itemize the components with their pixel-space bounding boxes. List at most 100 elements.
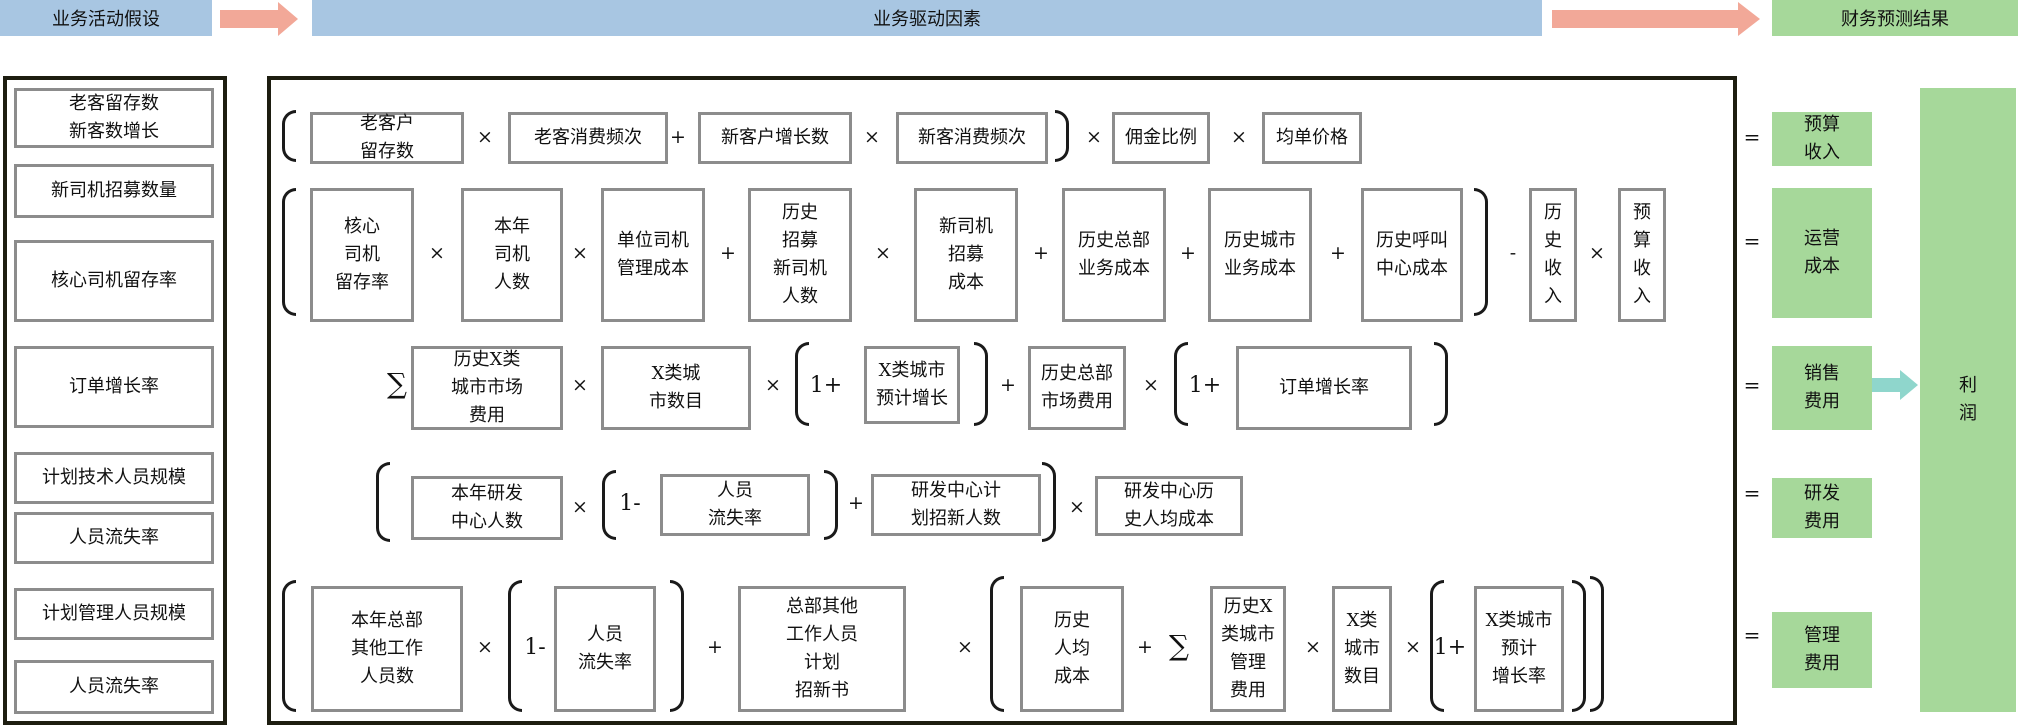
right-bracket [1474,188,1488,316]
driver-box: 历史 招募 新司机 人数 [748,188,852,322]
plus-operator: + [670,126,686,148]
left-bracket [990,576,1004,712]
times-operator: × [572,496,588,518]
driver-box: 预 算 收 入 [1618,188,1666,322]
driver-box: 本年 司机 人数 [461,188,563,322]
right-bracket [670,580,684,712]
result-box: 管理 费用 [1772,612,1872,688]
driver-box: 老客消费频次 [508,112,668,164]
header-middle-label: 业务驱动因素 [873,9,981,30]
header-right-label: 财务预测结果 [1841,9,1949,30]
times-operator: × [1231,126,1247,148]
driver-box: 人员 流失率 [660,474,810,536]
times-operator: × [1589,242,1605,264]
one-minus-operator: 1- [619,490,641,516]
times-operator: × [477,126,493,148]
driver-box: 新客消费频次 [896,112,1048,164]
assumption-item: 新司机招募数量 [14,164,214,218]
driver-box: 总部其他 工作人员 计划 招新书 [738,586,906,712]
minus-operator: - [1509,242,1517,264]
right-bracket [1434,342,1448,426]
result-box: 运营 成本 [1772,188,1872,318]
assumption-item: 订单增长率 [14,346,214,428]
driver-box: X类 城市 数目 [1332,586,1392,712]
sum-operator: ∑ [1169,628,1189,662]
right-bracket [974,342,988,426]
left-bracket [602,470,616,540]
driver-box: X类城市 预计增长 [864,346,960,424]
right-bracket [1590,576,1604,712]
plus-operator: + [1000,374,1016,396]
times-operator: × [572,374,588,396]
header-left-label: 业务活动假设 [52,9,160,30]
driver-box: 历史呼叫 中心成本 [1361,188,1463,322]
driver-box: 新司机 招募 成本 [914,188,1018,322]
one-plus-operator: 1+ [1188,372,1222,398]
times-operator: × [765,374,781,396]
header-financial-results: 财务预测结果 [1772,0,2018,36]
header-business-assumptions: 业务活动假设 [0,0,212,36]
driver-box: 历史总部 业务成本 [1062,188,1166,322]
times-operator: × [1305,636,1321,658]
driver-box: X类城市 预计 增长率 [1474,586,1564,712]
right-bracket [1042,462,1056,542]
times-operator: × [477,636,493,658]
driver-box: 人员 流失率 [554,586,656,712]
header-business-drivers: 业务驱动因素 [312,0,1542,36]
right-bracket [1572,580,1586,712]
plus-operator: + [707,636,723,658]
left-bracket [1430,580,1444,712]
equals-operator: = [1743,373,1761,397]
sum-operator: ∑ [387,366,407,400]
arrow-right-icon [220,2,298,36]
driver-box: 核心 司机 留存率 [310,188,414,322]
driver-box: 历 史 收 入 [1529,188,1577,322]
right-bracket [1055,110,1069,162]
assumption-item: 老客留存数 新客数增长 [14,88,214,148]
times-operator: × [1069,496,1085,518]
driver-box: 研发中心历 史人均成本 [1095,476,1243,536]
times-operator: × [1143,374,1159,396]
left-bracket [795,342,809,426]
left-bracket [1174,342,1188,426]
driver-box: 单位司机 管理成本 [601,188,705,322]
driver-box: 历史X 类城市 管理 费用 [1210,586,1286,712]
arrow-right-icon [1872,370,1918,400]
driver-box: 历史 人均 成本 [1020,586,1124,712]
driver-box: 均单价格 [1262,112,1362,164]
driver-box: 历史X类 城市市场 费用 [411,346,563,430]
drivers-frame [267,76,1737,725]
assumption-item: 计划管理人员规模 [14,588,214,640]
plus-operator: + [720,242,736,264]
result-box: 研发 费用 [1772,478,1872,538]
result-box: 销售 费用 [1772,346,1872,430]
driver-box: 历史总部 市场费用 [1028,346,1126,430]
assumptions-frame [3,76,227,725]
times-operator: × [572,242,588,264]
times-operator: × [957,636,973,658]
profit-box: 利 润 [1920,88,2016,712]
driver-box: 佣金比例 [1112,112,1210,164]
assumption-item: 核心司机留存率 [14,240,214,322]
one-minus-operator: 1- [524,634,546,660]
left-bracket [376,462,390,542]
plus-operator: + [1330,242,1346,264]
plus-operator: + [1180,242,1196,264]
driver-box: 本年研发 中心人数 [411,476,563,540]
right-bracket [824,470,838,540]
driver-box: 新客户增长数 [698,112,852,164]
one-plus-operator: 1+ [809,372,843,398]
plus-operator: + [1033,242,1049,264]
driver-box: 订单增长率 [1236,346,1412,430]
equals-operator: = [1743,229,1761,253]
driver-box: 老客户 留存数 [310,112,464,164]
result-box: 预算 收入 [1772,112,1872,166]
driver-box: 本年总部 其他工作 人员数 [311,586,463,712]
driver-box: X类城 市数目 [601,346,751,430]
times-operator: × [1405,636,1421,658]
times-operator: × [864,126,880,148]
plus-operator: + [848,492,864,514]
left-bracket [282,580,296,712]
left-bracket [508,580,522,712]
equals-operator: = [1743,125,1761,149]
